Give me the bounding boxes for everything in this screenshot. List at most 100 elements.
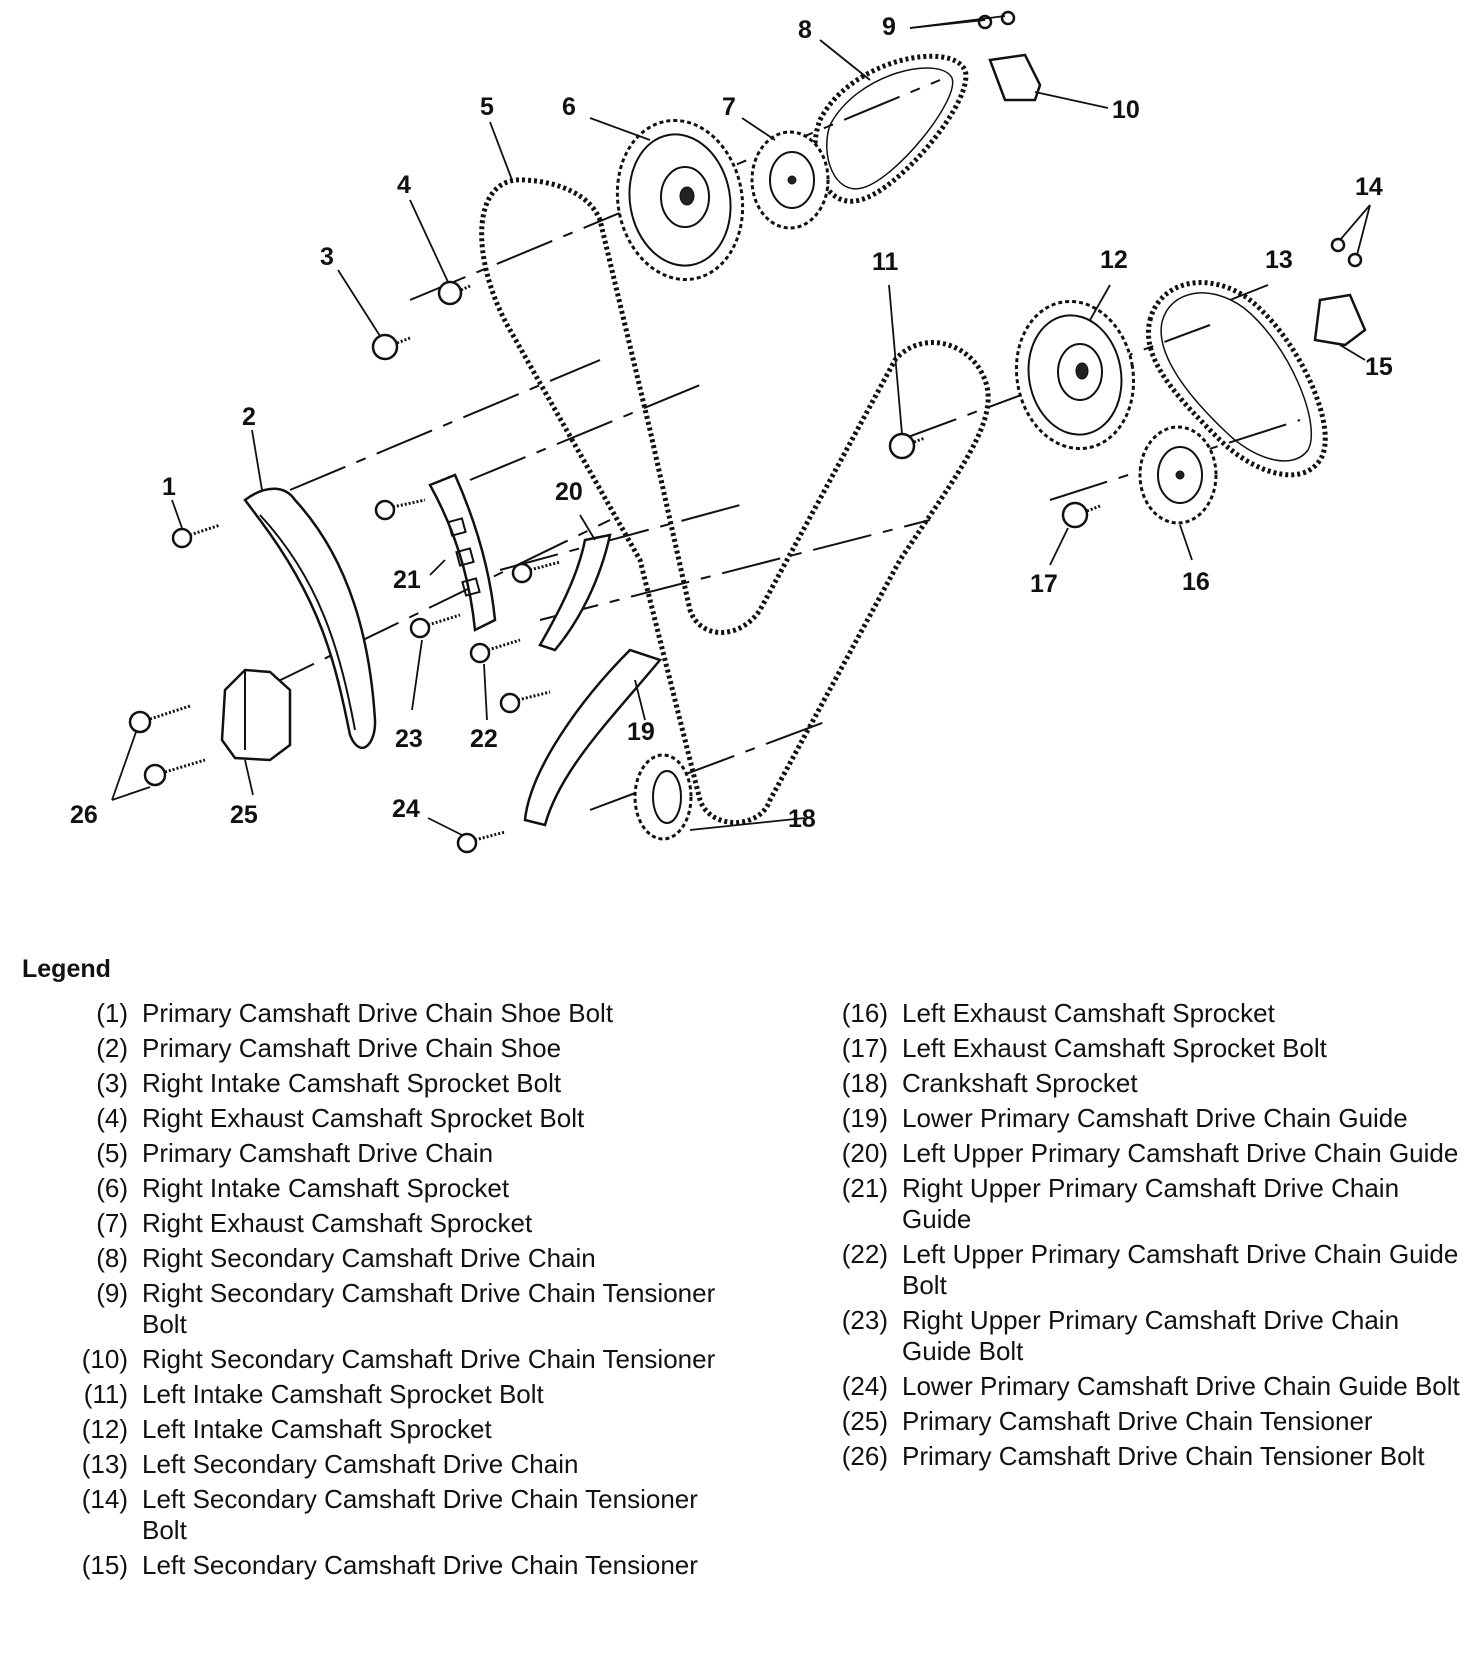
legend-item: (14) Left Secondary Camshaft Drive Chain … bbox=[60, 1484, 740, 1546]
legend-item-number: (6) bbox=[96, 1173, 128, 1203]
callout-20: 20 bbox=[555, 478, 583, 506]
legend-item-text: Lower Primary Camshaft Drive Chain Guide bbox=[902, 1103, 1408, 1133]
legend-item: (23) Right Upper Primary Camshaft Drive C… bbox=[820, 1305, 1460, 1367]
left-exhaust-camshaft-sprocket bbox=[1138, 425, 1218, 525]
legend-item-text: Right Exhaust Camshaft Sprocket bbox=[142, 1208, 533, 1238]
callout-4: 4 bbox=[397, 171, 411, 199]
legend-item-number: (26) bbox=[841, 1441, 888, 1471]
legend-item-text: Right Secondary Camshaft Drive Chain Ten… bbox=[142, 1344, 716, 1374]
legend-item-number: (4) bbox=[96, 1103, 128, 1133]
legend-column-left: (1) Primary Camshaft Drive Chain Shoe Bol… bbox=[60, 998, 740, 1585]
callout-10: 10 bbox=[1112, 96, 1140, 124]
legend-item-text: Right Secondary Camshaft Drive Chain Ten… bbox=[142, 1278, 716, 1339]
callout-14: 14 bbox=[1355, 173, 1383, 201]
timing-chain-exploded-diagram: 1 2 3 4 5 6 7 8 9 10 11 12 13 14 15 16 1… bbox=[70, 10, 1393, 854]
legend-item-text: Right Upper Primary Camshaft Drive Chain… bbox=[902, 1305, 1400, 1366]
callout-18: 18 bbox=[788, 805, 816, 833]
lower-primary-chain-guide bbox=[523, 648, 663, 827]
legend-item-text: Crankshaft Sprocket bbox=[902, 1068, 1138, 1098]
legend-item: (15) Left Secondary Camshaft Drive Chain … bbox=[60, 1550, 740, 1581]
callout-7: 7 bbox=[722, 93, 736, 121]
legend-item-number: (12) bbox=[81, 1414, 128, 1444]
legend-item-text: Primary Camshaft Drive Chain Shoe Bolt bbox=[142, 998, 614, 1028]
legend-item-text: Right Upper Primary Camshaft Drive Chain… bbox=[902, 1173, 1400, 1234]
legend-item-text: Primary Camshaft Drive Chain bbox=[142, 1138, 494, 1168]
callout-24: 24 bbox=[392, 795, 420, 823]
legend-item-text: Right Exhaust Camshaft Sprocket Bolt bbox=[142, 1103, 585, 1133]
callout-15: 15 bbox=[1365, 353, 1393, 381]
legend-item-number: (15) bbox=[81, 1550, 128, 1580]
legend-item-text: Right Intake Camshaft Sprocket bbox=[142, 1173, 510, 1203]
legend-item-number: (11) bbox=[83, 1379, 128, 1409]
legend-item-text: Left Secondary Camshaft Drive Chain Tens… bbox=[142, 1550, 698, 1580]
legend-item-text: Primary Camshaft Drive Chain Tensioner B… bbox=[902, 1441, 1425, 1471]
callout-5: 5 bbox=[480, 93, 494, 121]
legend-item: (10)Right Secondary Camshaft Drive Chain… bbox=[60, 1344, 740, 1375]
callout-8: 8 bbox=[798, 16, 812, 44]
callout-16: 16 bbox=[1182, 568, 1210, 596]
callout-13: 13 bbox=[1265, 246, 1293, 274]
legend-item-number: (5) bbox=[96, 1138, 128, 1168]
right-secondary-camshaft-drive-chain bbox=[812, 53, 969, 204]
legend-item: (7) Right Exhaust Camshaft Sprocket bbox=[60, 1208, 740, 1239]
legend-item: (5) Primary Camshaft Drive Chain bbox=[60, 1138, 740, 1169]
legend-item: (21) Right Upper Primary Camshaft Drive C… bbox=[820, 1173, 1460, 1235]
callout-12: 12 bbox=[1100, 246, 1128, 274]
legend-item-number: (16) bbox=[841, 998, 888, 1028]
primary-camshaft-drive-chain bbox=[479, 177, 991, 825]
callout-11: 11 bbox=[872, 248, 899, 276]
legend-item-text: Left Exhaust Camshaft Sprocket Bolt bbox=[902, 1033, 1327, 1063]
legend-item: (8)Right Secondary Camshaft Drive Chain bbox=[60, 1243, 740, 1274]
legend-item-text: Left Secondary Camshaft Drive Chain bbox=[142, 1449, 579, 1479]
legend-item-text: Left Intake Camshaft Sprocket Bolt bbox=[142, 1379, 544, 1409]
legend-item: (18)Crankshaft Sprocket bbox=[820, 1068, 1460, 1099]
legend-item: (20)Left Upper Primary Camshaft Drive Ch… bbox=[820, 1138, 1460, 1169]
legend-column-right: (16)Left Exhaust Camshaft Sprocket(17)Le… bbox=[820, 998, 1460, 1476]
legend-item-text: Primary Camshaft Drive Chain Shoe bbox=[142, 1033, 562, 1063]
callout-22: 22 bbox=[470, 725, 498, 753]
legend-item: (9)Right Secondary Camshaft Drive Chain … bbox=[60, 1278, 740, 1340]
legend-item: (26) Primary Camshaft Drive Chain Tension… bbox=[820, 1441, 1460, 1472]
legend-item: (2)Primary Camshaft Drive Chain Shoe bbox=[60, 1033, 740, 1064]
legend-item: (19) Lower Primary Camshaft Drive Chain G… bbox=[820, 1103, 1460, 1134]
legend-item: (11) Left Intake Camshaft Sprocket Bolt bbox=[60, 1379, 740, 1410]
legend-item-number: (8) bbox=[96, 1243, 128, 1273]
legend-item: (25) Primary Camshaft Drive Chain Tension… bbox=[820, 1406, 1460, 1437]
right-upper-primary-chain-guide bbox=[428, 473, 497, 632]
right-exhaust-camshaft-sprocket bbox=[750, 130, 830, 230]
right-secondary-chain-tensioner bbox=[988, 53, 1042, 102]
legend-item: (1) Primary Camshaft Drive Chain Shoe Bol… bbox=[60, 998, 740, 1029]
legend-item-number: (25) bbox=[841, 1406, 888, 1436]
legend-item-text: Primary Camshaft Drive Chain Tensioner bbox=[902, 1406, 1373, 1436]
primary-camshaft-drive-chain-tensioner bbox=[220, 668, 292, 762]
leader-lines bbox=[111, 15, 1371, 836]
callout-2: 2 bbox=[242, 403, 256, 431]
legend-item: (16) Left Exhaust Camshaft Sprocket bbox=[820, 998, 1460, 1029]
legend-item-number: (23) bbox=[841, 1305, 888, 1335]
primary-camshaft-drive-chain-shoe bbox=[243, 487, 377, 750]
legend-item-number: (14) bbox=[81, 1484, 128, 1514]
legend-item: (12) Left Intake Camshaft Sprocket bbox=[60, 1414, 740, 1445]
callout-25: 25 bbox=[230, 801, 258, 829]
left-secondary-chain-tensioner bbox=[1313, 293, 1367, 347]
legend-item-number: (21) bbox=[841, 1173, 888, 1203]
legend-item-number: (22) bbox=[841, 1239, 888, 1269]
legend-item-text: Left Secondary Camshaft Drive Chain Tens… bbox=[142, 1484, 698, 1545]
callout-9: 9 bbox=[882, 13, 896, 41]
legend-item: (13)Left Secondary Camshaft Drive Chain bbox=[60, 1449, 740, 1480]
legend-item-number: (3) bbox=[96, 1068, 128, 1098]
legend-item-text: Left Exhaust Camshaft Sprocket bbox=[902, 998, 1275, 1028]
legend-item-number: (7) bbox=[96, 1208, 128, 1238]
callout-17: 17 bbox=[1030, 570, 1058, 598]
left-secondary-camshaft-drive-chain bbox=[1146, 280, 1328, 478]
legend-item: (6) Right Intake Camshaft Sprocket bbox=[60, 1173, 740, 1204]
legend-item-text: Lower Primary Camshaft Drive Chain Guide… bbox=[902, 1371, 1460, 1401]
legend-item: (22)Left Upper Primary Camshaft Drive Ch… bbox=[820, 1239, 1460, 1301]
legend-item-number: (1) bbox=[96, 998, 128, 1028]
legend-item-text: Left Intake Camshaft Sprocket bbox=[142, 1414, 492, 1444]
right-intake-camshaft-sprocket bbox=[615, 118, 745, 282]
left-upper-primary-chain-guide bbox=[538, 533, 612, 652]
legend-item-text: Left Upper Primary Camshaft Drive Chain … bbox=[902, 1138, 1459, 1168]
legend-item-number: (19) bbox=[841, 1103, 888, 1133]
callout-6: 6 bbox=[562, 93, 576, 121]
